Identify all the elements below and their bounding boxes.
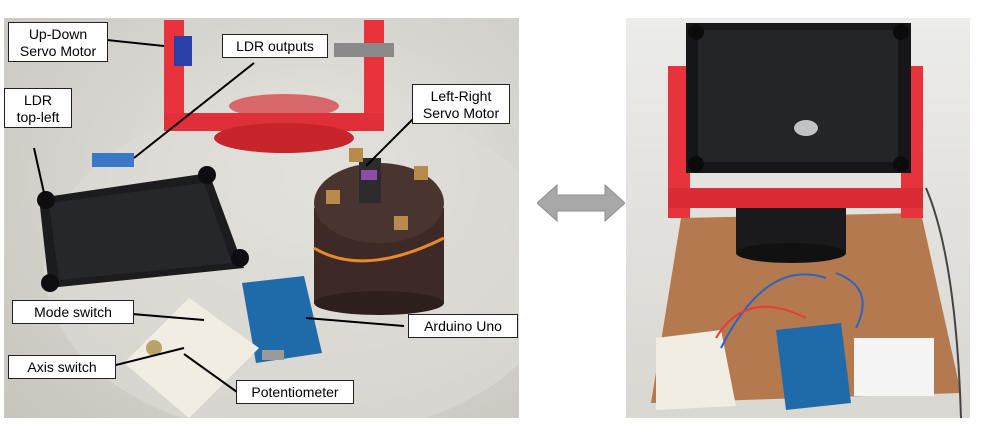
rotating-base <box>313 148 445 315</box>
wires <box>715 187 962 418</box>
right-photo <box>626 18 970 418</box>
info-card <box>854 338 934 396</box>
ldr-board <box>92 153 134 167</box>
left-photo-illustration <box>33 20 519 418</box>
label-potentiometer: Potentiometer <box>236 380 354 404</box>
solar-panel <box>37 166 249 292</box>
leader-lines <box>33 39 415 393</box>
label-arduino-uno: Arduino Uno <box>408 314 518 338</box>
arduino-board <box>242 276 322 363</box>
label-ldr-outputs: LDR outputs <box>222 34 328 58</box>
label-ldr-topleft: LDR top-left <box>4 88 72 128</box>
red-servo-bracket <box>164 20 394 153</box>
arduino-board <box>776 323 851 410</box>
breadboard <box>656 330 736 410</box>
double-arrow-icon <box>537 183 625 223</box>
label-updown-servo: Up-Down Servo Motor <box>8 22 108 62</box>
label-leftright-servo: Left-Right Servo Motor <box>412 84 510 124</box>
left-photo: Up-Down Servo Motor LDR outputs LDR top-… <box>4 18 519 418</box>
breadboard <box>124 298 259 418</box>
label-axis-switch: Axis switch <box>8 355 116 379</box>
solar-panel <box>686 23 911 173</box>
label-mode-switch: Mode switch <box>12 300 134 324</box>
updown-servo <box>174 36 192 66</box>
right-photo-illustration <box>651 23 962 418</box>
